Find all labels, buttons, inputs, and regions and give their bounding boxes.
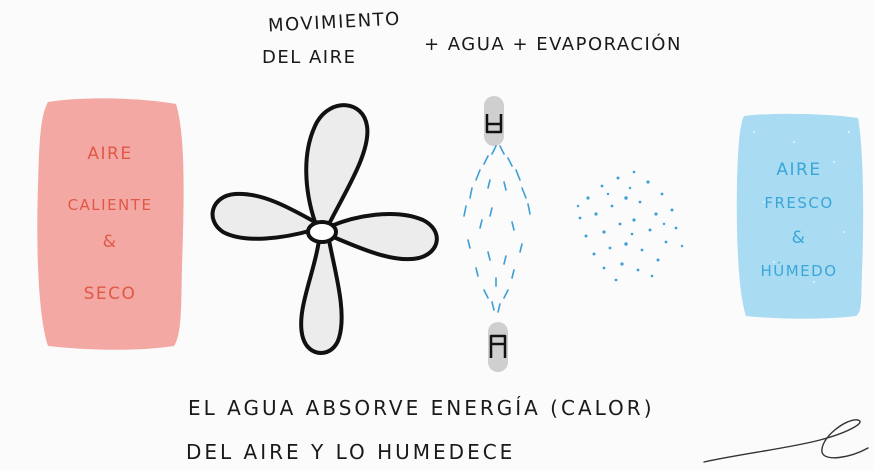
nozzle-top: [484, 96, 504, 146]
fan-blade-top: [304, 103, 370, 226]
cool-air-blob: AIRE FRESCO & HÚMEDO: [734, 112, 864, 320]
hot-air-label-ampersand: &: [102, 232, 118, 252]
signature-swirl: [703, 419, 869, 463]
fan-blade-right: [329, 212, 439, 262]
cool-air-label-aire: AIRE: [776, 160, 822, 180]
hot-air-shape: [37, 98, 184, 350]
fan-blade-left: [210, 191, 317, 241]
cool-air-label-humedo: HÚMEDO: [760, 262, 838, 280]
water-mist-cloud: [576, 170, 684, 282]
hot-air-label-caliente: CALIENTE: [67, 196, 153, 214]
cool-air-shape: [736, 113, 864, 319]
fan-blade-bottom: [299, 238, 344, 355]
caption-line-2: DEL AIRE Y LO HUMEDECE: [186, 440, 516, 464]
cool-air-label-ampersand: &: [791, 228, 807, 248]
hot-air-label-seco: SECO: [83, 284, 137, 304]
fan-illustration: [210, 103, 439, 355]
cool-air-label-fresco: FRESCO: [764, 194, 834, 212]
title-line-movimiento: MOVIMIENTO: [267, 8, 402, 37]
hot-air-label-aire: AIRE: [87, 144, 133, 164]
fan-hub: [306, 220, 338, 244]
title-agua-evaporacion: + AGUA + EVAPORACIÓN: [424, 34, 682, 55]
caption-line-1: EL AGUA ABSORVE ENERGÍA (CALOR): [188, 396, 655, 420]
nozzle-bottom: [488, 322, 508, 372]
title-line-del-aire: DEL AIRE: [262, 47, 357, 68]
hot-air-blob: AIRE CALIENTE & SECO: [34, 96, 186, 352]
water-spray-streaks: [463, 145, 531, 313]
